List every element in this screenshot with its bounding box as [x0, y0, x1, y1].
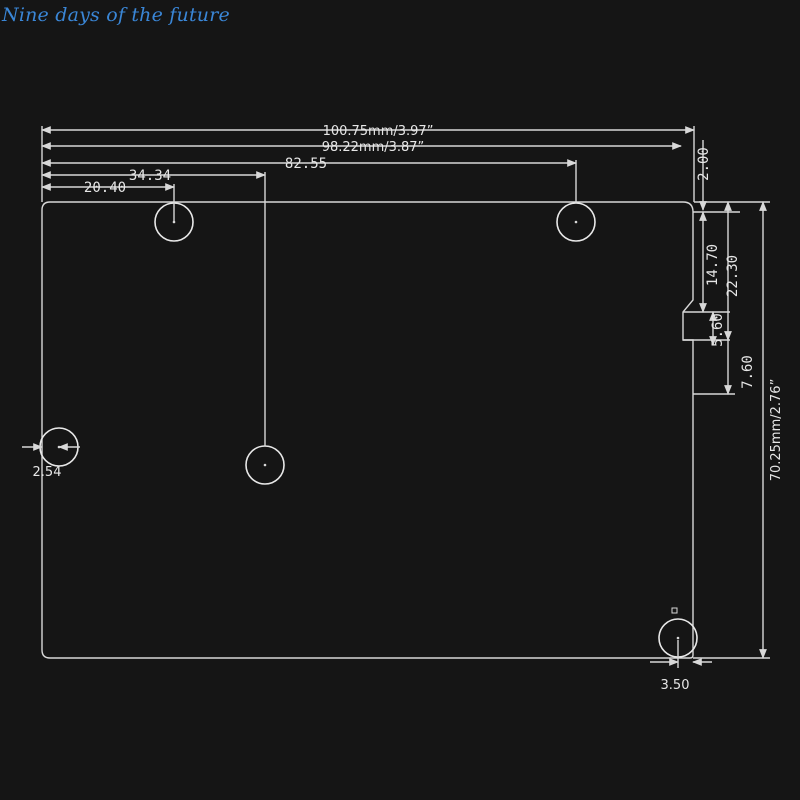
- label-notch-c: 5.60: [710, 313, 726, 347]
- label-notch-b: 22.30: [725, 255, 741, 297]
- label-overall-width: 100.75mm/3.97”: [323, 124, 434, 139]
- label-hole-right: 82.55: [285, 156, 327, 172]
- reference-mark: [671, 607, 678, 614]
- label-hole-left: 20.40: [84, 180, 126, 196]
- label-overall-height: 70.25mm/2.76”: [769, 379, 784, 482]
- label-inner-width: 98.22mm/3.87”: [322, 140, 425, 155]
- label-bottom-hole-offset: 3.50: [661, 678, 690, 693]
- hole-center-mark: [676, 636, 680, 640]
- label-left-hole-offset: 2.54: [33, 465, 62, 480]
- watermark-text: Nine days of the future: [2, 4, 230, 26]
- label-notch-d: 7.60: [740, 355, 756, 389]
- hole-center-mark: [263, 463, 267, 467]
- label-hole-center: 34.34: [129, 168, 171, 184]
- label-top-gap: 2.00: [696, 147, 712, 181]
- label-notch-a: 14.70: [705, 244, 721, 286]
- board-outline: [41, 201, 694, 659]
- hole-center-mark: [574, 220, 578, 224]
